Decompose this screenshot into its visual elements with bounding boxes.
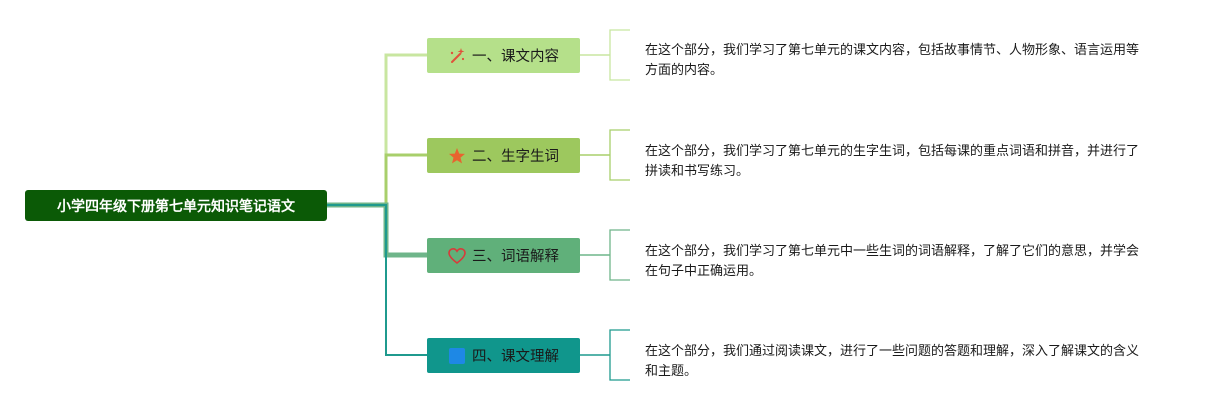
- branch-node-label: 二、生字生词: [472, 149, 559, 165]
- detail-bracket: [609, 329, 630, 381]
- star-icon: [448, 147, 466, 165]
- detail-bracket: [609, 229, 630, 281]
- detail-text-1: 在这个部分，我们学习了第七单元的课文内容，包括故事情节、人物形象、语言运用等方面…: [645, 43, 1140, 78]
- root-branch-connector: [327, 202, 427, 258]
- root-node[interactable]: 小学四年级下册第七单元知识笔记语文: [25, 190, 327, 221]
- branch-node-label: 一、课文内容: [472, 49, 559, 65]
- detail-bracket: [609, 29, 630, 81]
- branch-node-4[interactable]: 四、课文理解: [427, 338, 580, 373]
- root-branch-connector: [327, 204, 427, 356]
- detail-text-3: 在这个部分，我们学习了第七单元中一些生词的词语解释，了解了它们的意思，并学会在句…: [645, 244, 1140, 279]
- branch-node-2[interactable]: 二、生字生词: [427, 138, 580, 173]
- detail-text-4: 在这个部分，我们通过阅读课文，进行了一些问题的答题和理解，深入了解课文的含义和主…: [645, 344, 1140, 379]
- heart-icon: [448, 247, 466, 265]
- branch-node-label: 三、词语解释: [472, 249, 559, 265]
- root-branch-connector: [327, 53, 427, 207]
- detail-bracket: [609, 129, 630, 181]
- detail-text-2: 在这个部分，我们学习了第七单元的生字生词，包括每课的重点词语和拼音，并进行了拼读…: [645, 144, 1140, 179]
- blue-square-icon: [448, 347, 466, 365]
- branch-node-3[interactable]: 三、词语解释: [427, 238, 580, 273]
- branch-node-1[interactable]: 一、课文内容: [427, 38, 580, 73]
- root-node-label: 小学四年级下册第七单元知识笔记语文: [57, 198, 295, 215]
- branch-node-label: 四、课文理解: [472, 349, 559, 365]
- root-branch-connector: [327, 153, 427, 207]
- magic-wand-icon: [448, 47, 466, 65]
